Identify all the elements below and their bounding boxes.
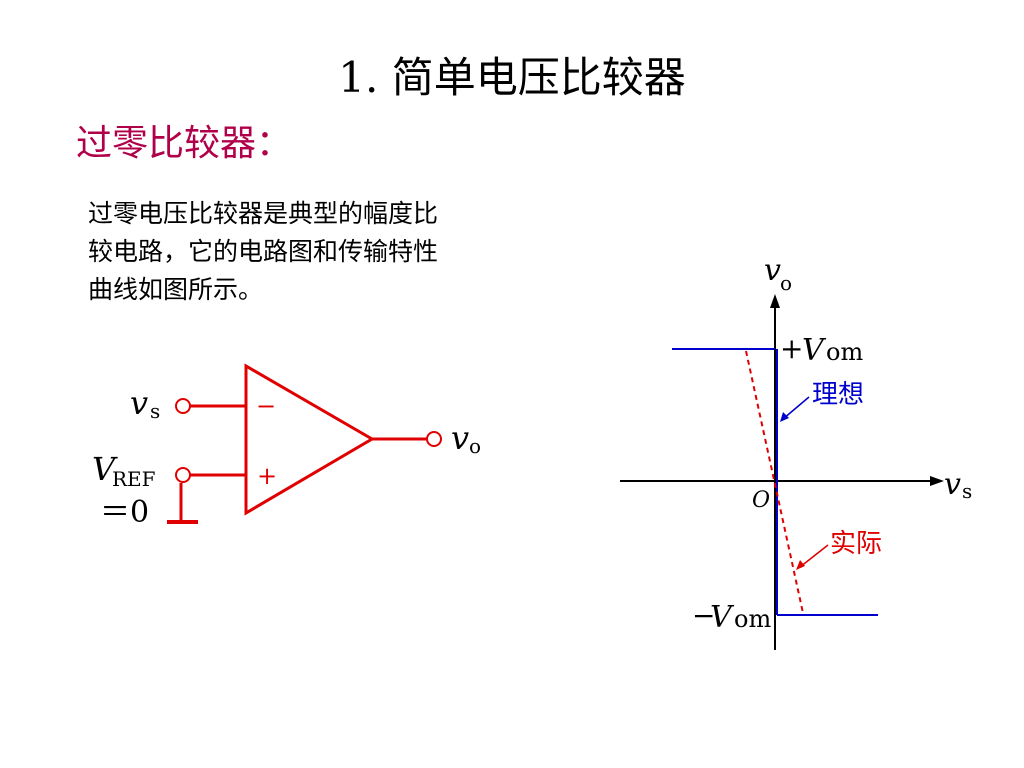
neg-vom-prefix: − [692,599,715,632]
ideal-pointer-arrow [780,412,789,422]
neg-vom-label: V [710,600,735,635]
opamp-triangle [244,363,375,516]
section-heading: 过零比较器： [76,123,293,164]
ideal-label: 理想 [812,380,864,410]
y-axis-subscript: o [780,271,792,295]
input-vs-subscript: s [150,399,160,423]
ideal-pointer-line [782,396,810,420]
vref-subscript: REF [112,467,156,491]
x-axis-subscript: s [962,479,972,503]
plus-sign: + [257,462,277,490]
input-terminal [175,398,191,414]
vref-value: ＝0 [100,495,149,530]
actual-label: 实际 [830,529,882,559]
pos-vom-prefix: + [780,332,803,365]
description-paragraph: 过零电压比较器是典型的幅度比 较电路，它的电路图和传输特性 曲线如图所示。 [88,195,568,309]
output-terminal [426,431,442,447]
x-axis-arrow [930,476,944,486]
y-axis-label: v [764,253,781,288]
slide-title: 1. 简单电压比较器 [338,53,686,102]
pos-vom-subscript: om [826,338,863,366]
actual-pointer-arrow [796,560,805,570]
minus-sign: − [256,392,276,420]
pos-vom-label: V [802,333,827,368]
origin-label: O [752,488,770,513]
actual-pointer-line [799,544,829,568]
output-vo-subscript: o [469,434,481,458]
input-vs-label: v [130,384,148,422]
x-axis-label: v [944,467,961,502]
neg-vom-subscript: om [734,605,771,633]
output-vo-label: v [451,419,469,457]
paragraph-line: 过零电压比较器是典型的幅度比 [88,199,439,228]
vref-label: V [92,450,118,488]
paragraph-line: 较电路，它的电路图和传输特性 [88,237,439,266]
paragraph-line: 曲线如图所示。 [88,275,264,304]
y-axis-arrow [770,294,780,308]
ref-terminal [175,467,191,483]
